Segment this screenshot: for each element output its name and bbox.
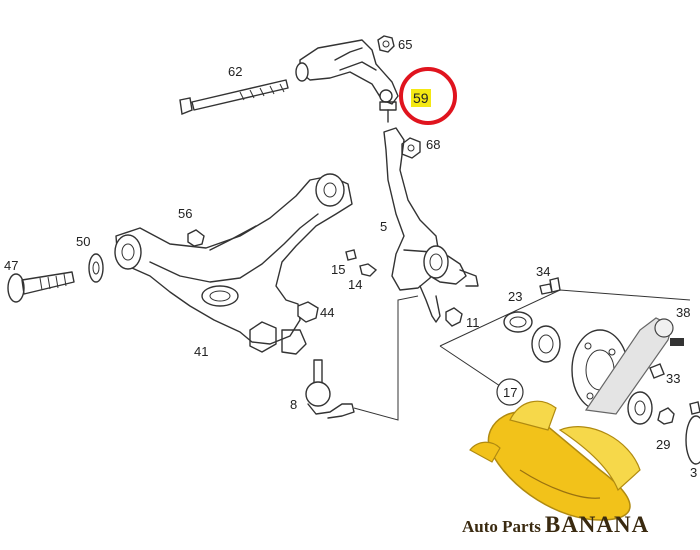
part-label-62: 62 xyxy=(228,64,243,79)
banana-mascot-icon xyxy=(469,317,684,521)
part-label-56: 56 xyxy=(178,206,193,221)
part-label-65: 65 xyxy=(398,37,413,52)
small-washer xyxy=(689,401,700,415)
lower-control-arm xyxy=(114,173,353,355)
hub-guide-lines xyxy=(439,289,691,387)
bolt-47 xyxy=(7,271,75,303)
nut-68 xyxy=(401,137,421,159)
part-label-8: 8 xyxy=(290,397,298,412)
part-label-15: 15 xyxy=(331,262,346,277)
part-label-38: 38 xyxy=(676,305,691,320)
bearing xyxy=(531,325,561,363)
part-label-14: 14 xyxy=(348,277,363,292)
highlight-circle xyxy=(399,67,457,125)
watermark-prefix: Auto Parts xyxy=(462,517,541,536)
watermark-name: BANANA xyxy=(544,512,650,537)
bolt-33 xyxy=(649,363,665,379)
ball-joint-8 xyxy=(305,359,355,419)
part-label-3: 3 xyxy=(690,465,698,480)
nut-44 xyxy=(297,301,319,323)
circle-17 xyxy=(496,378,524,406)
steering-knuckle xyxy=(383,127,479,323)
part-label-59-highlighted: 59 xyxy=(411,89,431,107)
watermark-brand: Auto Parts BANANA xyxy=(462,512,649,538)
part-label-41: 41 xyxy=(194,344,209,359)
part-label-17: 17 xyxy=(503,385,518,400)
part-label-68: 68 xyxy=(426,137,441,152)
part-label-44: 44 xyxy=(320,305,335,320)
washer-50 xyxy=(88,253,104,283)
part-label-34: 34 xyxy=(536,264,551,279)
seal-23 xyxy=(503,311,533,333)
nut-56 xyxy=(187,229,205,247)
part-label-29: 29 xyxy=(656,437,671,452)
bearing-2 xyxy=(627,391,653,425)
part-label-11: 11 xyxy=(466,315,480,330)
nut-11 xyxy=(445,307,463,327)
nut-65 xyxy=(377,35,395,53)
hub-cap xyxy=(685,415,700,465)
part-label-47: 47 xyxy=(4,258,19,273)
part-label-33: 33 xyxy=(666,371,681,386)
leader-line-8 xyxy=(353,295,419,421)
nut-29 xyxy=(657,407,675,425)
part-label-23: 23 xyxy=(508,289,523,304)
bolt-15-14 xyxy=(345,249,378,277)
upper-control-arm xyxy=(295,39,399,123)
part-label-50: 50 xyxy=(76,234,91,249)
bolt-62 xyxy=(179,79,289,115)
part-label-5: 5 xyxy=(380,219,388,234)
